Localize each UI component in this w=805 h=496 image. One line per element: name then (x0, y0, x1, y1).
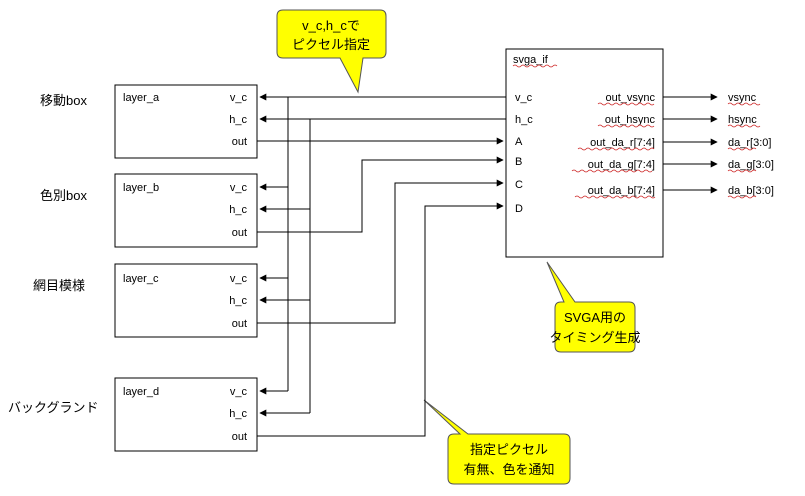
callout-top: v_c,h_cで ピクセル指定 (276, 9, 387, 94)
svga-port-vc: v_c (515, 92, 533, 104)
svga-port-d: D (515, 203, 523, 215)
layer-a: 移動box layer_a v_c h_c out (40, 84, 258, 159)
layer-c-port-out: out (232, 318, 247, 330)
svga-port-out-vsync: out_vsync (605, 92, 655, 104)
layer-c-port-vc: v_c (230, 273, 248, 285)
callout-bottom: 指定ピクセル 有無、色を通知 (423, 399, 571, 485)
svga-port-c: C (515, 179, 523, 191)
layer-d: バックグランド layer_d v_c h_c out (8, 377, 258, 452)
callout-bottom-line1: 指定ピクセル (470, 442, 548, 457)
layer-b-port-out: out (232, 227, 247, 239)
callout-svga: SVGA用の タイミング生成 (546, 261, 641, 353)
wire-b (257, 156, 504, 233)
callout-top-line2: ピクセル指定 (292, 37, 370, 52)
layer-d-port-vc: v_c (230, 386, 248, 398)
svga-if-name: svga_if (513, 54, 549, 66)
layer-d-side-label: バックグランド (8, 400, 98, 415)
layer-c-port-hc: h_c (229, 295, 247, 307)
output-da-r: da_r[3:0] (728, 137, 771, 149)
layer-b-side-label: 色別box (40, 188, 87, 203)
layer-a-side-label: 移動box (40, 93, 87, 108)
svga-port-out-da-b: out_da_b[7:4] (588, 185, 655, 197)
layer-a-port-vc: v_c (230, 92, 248, 104)
callout-svga-line1: SVGA用の (564, 310, 626, 325)
layer-a-name: layer_a (123, 92, 160, 104)
outputs: vsync hsync da_r[3:0] da_g[3:0] da_b[3:0… (727, 92, 774, 199)
layer-d-port-hc: h_c (229, 408, 247, 420)
layer-c-side-label: 網目模様 (33, 278, 85, 293)
layer-c-name: layer_c (123, 273, 159, 285)
layer-d-port-out: out (232, 431, 247, 443)
output-da-g: da_g[3:0] (728, 159, 774, 171)
layer-c: 網目模様 layer_c v_c h_c out (33, 263, 258, 338)
svga-port-hc: h_c (515, 114, 533, 126)
callout-svga-line2: タイミング生成 (549, 330, 640, 345)
layer-a-port-hc: h_c (229, 114, 247, 126)
callout-top-line1: v_c,h_cで (302, 18, 360, 33)
svga-port-out-da-r: out_da_r[7:4] (590, 137, 655, 149)
layer-b-name: layer_b (123, 182, 159, 194)
output-hsync: hsync (728, 114, 757, 126)
wires (257, 93, 718, 437)
callout-bottom-line2: 有無、色を通知 (463, 462, 554, 477)
layer-b-port-vc: v_c (230, 182, 248, 194)
svga-if-block: svga_if v_c h_c A B C D out_vsync out_hs… (505, 48, 664, 258)
layer-b: 色別box layer_b v_c h_c out (40, 173, 258, 248)
svga-port-b: B (515, 156, 522, 168)
svga-port-a: A (515, 136, 523, 148)
layer-d-name: layer_d (123, 386, 159, 398)
wire-d (257, 202, 504, 437)
output-da-b: da_b[3:0] (728, 185, 774, 197)
wire-c (257, 179, 504, 324)
svga-port-out-da-g: out_da_g[7:4] (588, 159, 655, 171)
output-vsync: vsync (728, 92, 757, 104)
layer-a-port-out: out (232, 136, 247, 148)
svga-port-out-hsync: out_hsync (605, 114, 656, 126)
layer-b-port-hc: h_c (229, 204, 247, 216)
